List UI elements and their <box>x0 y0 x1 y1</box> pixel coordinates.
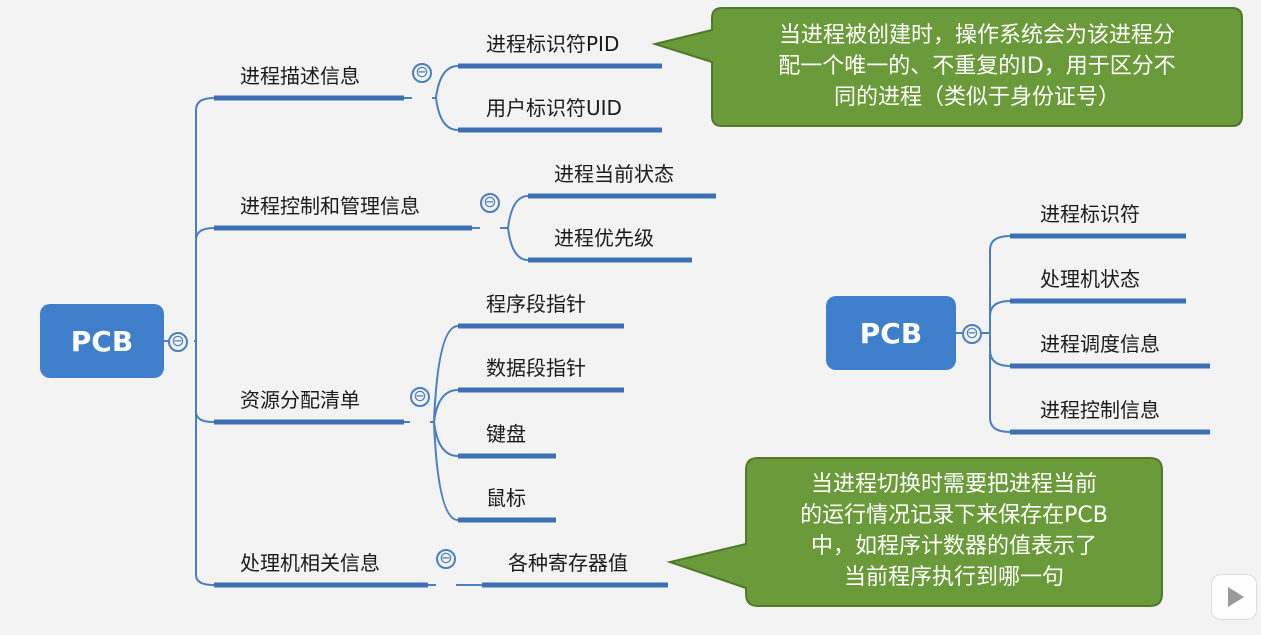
right-leaf-processor-state[interactable]: 处理机状态 <box>1040 267 1140 291</box>
branch-processor-info-collapse-icon[interactable]: ⊖ <box>436 549 456 569</box>
pid-callout-line: 当进程被创建时，操作系统会为该进程分 <box>778 23 1175 48</box>
right-underlines <box>1010 233 1210 435</box>
leaf-uid[interactable]: 用户标识符UID <box>486 96 622 120</box>
left-root-collapse-icon[interactable]: ⊖ <box>168 332 188 352</box>
register-callout-text: 当进程切换时需要把进程当前 的运行情况记录下来保存在PCB 中，如程序计数器的值… <box>750 469 1158 593</box>
branch-processor-info[interactable]: 处理机相关信息 <box>240 551 380 575</box>
pid-callout-text: 当进程被创建时，操作系统会为该进程分 配一个唯一的、不重复的ID，用于区分不 同… <box>716 20 1238 113</box>
left-root-node[interactable]: PCB <box>40 304 164 378</box>
branch-process-control-collapse-icon[interactable]: ⊖ <box>480 193 500 213</box>
right-root-collapse-icon[interactable]: ⊖ <box>962 324 982 344</box>
pid-callout-line: 配一个唯一的、不重复的ID，用于区分不 <box>778 54 1176 79</box>
leaf-priority[interactable]: 进程优先级 <box>554 226 654 250</box>
leaf-register-values[interactable]: 各种寄存器值 <box>508 551 628 575</box>
leaf-data-segment-pointer[interactable]: 数据段指针 <box>486 356 586 380</box>
right-root-label: PCB <box>859 316 923 350</box>
left-connectors <box>164 65 529 586</box>
left-underlines <box>214 63 716 588</box>
right-leaf-control-info[interactable]: 进程控制信息 <box>1040 398 1160 422</box>
leaf-mouse[interactable]: 鼠标 <box>486 486 526 510</box>
register-callout-line: 当前程序执行到哪一句 <box>843 565 1064 590</box>
right-leaf-scheduling-info[interactable]: 进程调度信息 <box>1040 332 1160 356</box>
right-root-node[interactable]: PCB <box>826 296 956 370</box>
leaf-code-segment-pointer[interactable]: 程序段指针 <box>486 292 586 316</box>
pid-callout-bubble <box>651 7 1243 127</box>
register-callout-line: 中，如程序计数器的值表示了 <box>810 534 1097 559</box>
left-root-label: PCB <box>70 324 134 358</box>
register-callout-line: 当进程切换时需要把进程当前 <box>810 472 1097 497</box>
branch-resource-list[interactable]: 资源分配清单 <box>240 388 360 412</box>
right-connectors <box>956 235 1011 433</box>
leaf-current-state[interactable]: 进程当前状态 <box>554 162 674 186</box>
pid-callout-line: 同的进程（类似于身份证号） <box>833 85 1120 110</box>
leaf-keyboard[interactable]: 键盘 <box>486 422 526 446</box>
register-callout-line: 的运行情况记录下来保存在PCB <box>800 503 1108 528</box>
branch-resource-list-collapse-icon[interactable]: ⊖ <box>410 387 430 407</box>
branch-process-description[interactable]: 进程描述信息 <box>240 64 360 88</box>
leaf-pid[interactable]: 进程标识符PID <box>486 32 620 56</box>
play-icon[interactable] <box>1211 574 1257 620</box>
right-leaf-process-identifier[interactable]: 进程标识符 <box>1040 202 1140 226</box>
register-callout-bubble <box>666 457 1163 607</box>
branch-process-description-collapse-icon[interactable]: ⊖ <box>412 63 432 83</box>
branch-process-control[interactable]: 进程控制和管理信息 <box>240 194 420 218</box>
